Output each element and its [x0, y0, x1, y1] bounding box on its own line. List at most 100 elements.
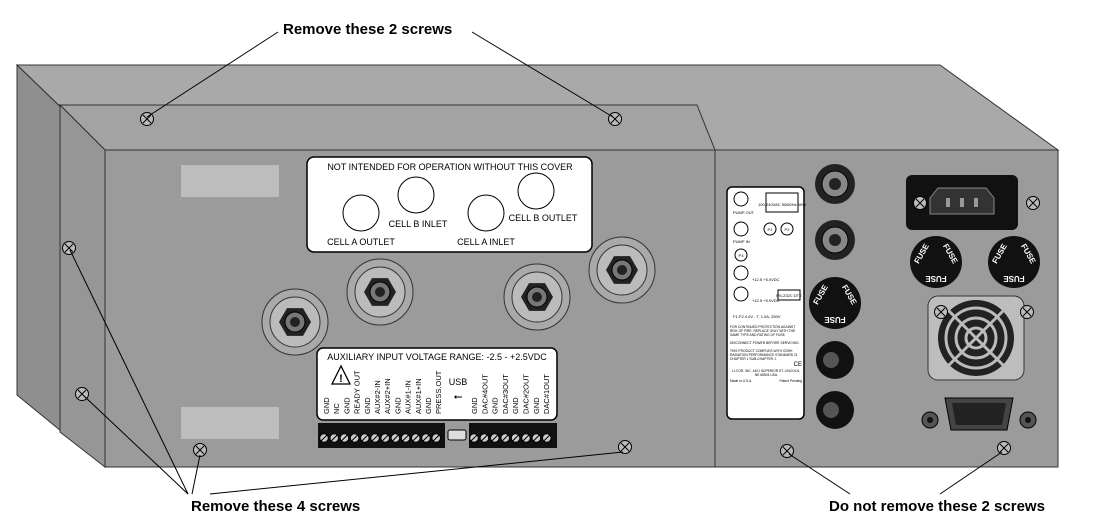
terminal-label: AUX#1-IN	[404, 380, 413, 414]
terminal-label: AUX#2-IN	[373, 380, 382, 414]
port-label: CELL B INLET	[389, 219, 448, 229]
cover-side	[59, 103, 106, 469]
screw-icon	[618, 440, 632, 454]
screw-icon	[140, 112, 154, 126]
terminal-label: GND	[393, 397, 402, 414]
cover-top	[58, 104, 716, 151]
bnc-connector	[816, 341, 854, 379]
power-spec: 100-240VAC 50/60Hz 60W	[758, 202, 806, 207]
rs232-label: RS-232C DTE	[776, 293, 802, 298]
callout-top: Remove these 2 screws	[283, 21, 452, 38]
fuse-label: FUSE	[925, 274, 947, 283]
aux-panel-title: AUXILIARY INPUT VOLTAGE RANGE: -2.5 - +2…	[327, 352, 547, 362]
gas-fitting	[588, 236, 656, 304]
gas-fitting	[261, 288, 329, 356]
callout-lines	[69, 31, 1003, 495]
usb-port	[447, 429, 467, 441]
terminal-screw	[421, 433, 431, 443]
terminal-label: GND	[342, 397, 351, 414]
port-label: CELL A OUTLET	[327, 237, 395, 247]
terminal-screw	[521, 433, 531, 443]
screw-icon	[1020, 305, 1034, 319]
pump-fitting	[815, 164, 855, 204]
terminal-label: GND	[322, 397, 331, 414]
cell-b-inlet-port	[397, 176, 435, 214]
terminal-label: GND	[532, 397, 541, 414]
terminal-screw	[411, 433, 421, 443]
p3-label: P3	[739, 253, 745, 258]
screw-icon	[997, 441, 1011, 455]
terminal-label: READY OUT	[353, 370, 362, 414]
terminal-label: GND	[511, 397, 520, 414]
terminal-screw	[360, 433, 370, 443]
terminal-screw	[390, 433, 401, 443]
terminal-label: DAC#1OUT	[542, 374, 551, 414]
fuse-spec: F1-F2 4.0V - T, 1.0A, 250V	[733, 314, 781, 319]
gas-fitting	[503, 263, 571, 331]
terminal-screw	[370, 433, 380, 443]
voltage-label: +12.5 +5.0VDC	[752, 277, 780, 282]
terminal-label: DAC#2OUT	[522, 374, 531, 414]
made-in: Made in U.S.A.	[730, 379, 753, 383]
patent: Patent Pending	[779, 379, 802, 383]
terminal-label: NC	[332, 403, 341, 414]
terminal-label: DAC#3OUT	[501, 374, 510, 414]
fuse-label: FUSE	[1003, 274, 1025, 283]
cell-a-inlet-port	[467, 194, 505, 232]
callout-do-not-remove: Do not remove these 2 screws	[829, 498, 1045, 515]
terminal-strip	[318, 423, 557, 448]
blank-plate	[181, 407, 279, 439]
terminal-screw	[500, 433, 511, 443]
fire-warning: FOR CONTINUED PROTECTION AGAINST RISK OF…	[730, 325, 796, 337]
cover-label: NOT INTENDED FOR OPERATION WITHOUT THIS …	[306, 156, 593, 253]
terminal-screw	[319, 433, 329, 443]
port-label: CELL B OUTLET	[509, 213, 578, 223]
terminal-screw	[349, 433, 360, 443]
terminal-screw	[431, 433, 442, 443]
pump-fitting	[815, 220, 855, 260]
small-connector	[921, 411, 939, 429]
terminal-screw	[469, 433, 479, 443]
voltage-label: +12.5 +5.0VDC	[752, 298, 780, 303]
cell-b-outlet-port	[517, 172, 555, 210]
right-panel-label: PUMP OUT 100-240VAC 50/60Hz 60W PUMP IN …	[726, 186, 806, 420]
warning-triangle-icon: !	[330, 364, 352, 385]
compliance-text: THIS PRODUCT COMPLIES WITH CDRH RADIATIO…	[730, 349, 798, 361]
usb-label: USB	[449, 377, 468, 387]
callout-remove-4: Remove these 4 screws	[191, 498, 360, 515]
terminal-label: GND	[363, 397, 372, 414]
screw-icon	[62, 241, 76, 255]
fuse-label: FUSE	[824, 315, 846, 324]
screw-icon	[193, 443, 207, 457]
terminal-screw	[510, 433, 521, 443]
disconnect-warning: DISCONNECT POWER BEFORE SERVICING.	[730, 341, 800, 345]
cooling-fan	[927, 295, 1025, 381]
terminal-label: AUX#1+IN	[414, 378, 423, 414]
terminal-screw	[531, 433, 542, 443]
ce-mark: CE	[793, 362, 802, 368]
screw-icon	[913, 196, 927, 210]
svg-text:!: !	[339, 373, 343, 385]
terminal-screw	[542, 433, 552, 443]
terminal-screw	[329, 433, 340, 443]
gas-fitting	[346, 258, 414, 326]
bnc-connector	[816, 391, 854, 429]
pump-in-label: PUMP IN	[733, 239, 750, 244]
cell-a-outlet-port	[342, 194, 380, 232]
cover-label-title: NOT INTENDED FOR OPERATION WITHOUT THIS …	[327, 162, 573, 172]
power-inlet[interactable]	[906, 175, 1018, 230]
serial-db9-connector[interactable]	[944, 397, 1014, 431]
terminal-label: AUX#2+IN	[383, 378, 392, 414]
screw-icon	[608, 112, 622, 126]
terminal-screw	[490, 433, 500, 443]
pump-out-label: PUMP OUT	[733, 210, 755, 215]
terminal-label: PRESS.OUT	[434, 370, 443, 414]
port-label: CELL A INLET	[457, 237, 515, 247]
aux-input-panel: AUXILIARY INPUT VOLTAGE RANGE: -2.5 - +2…	[316, 347, 558, 421]
small-connector	[1019, 411, 1037, 429]
terminal-label: GND	[491, 397, 500, 414]
